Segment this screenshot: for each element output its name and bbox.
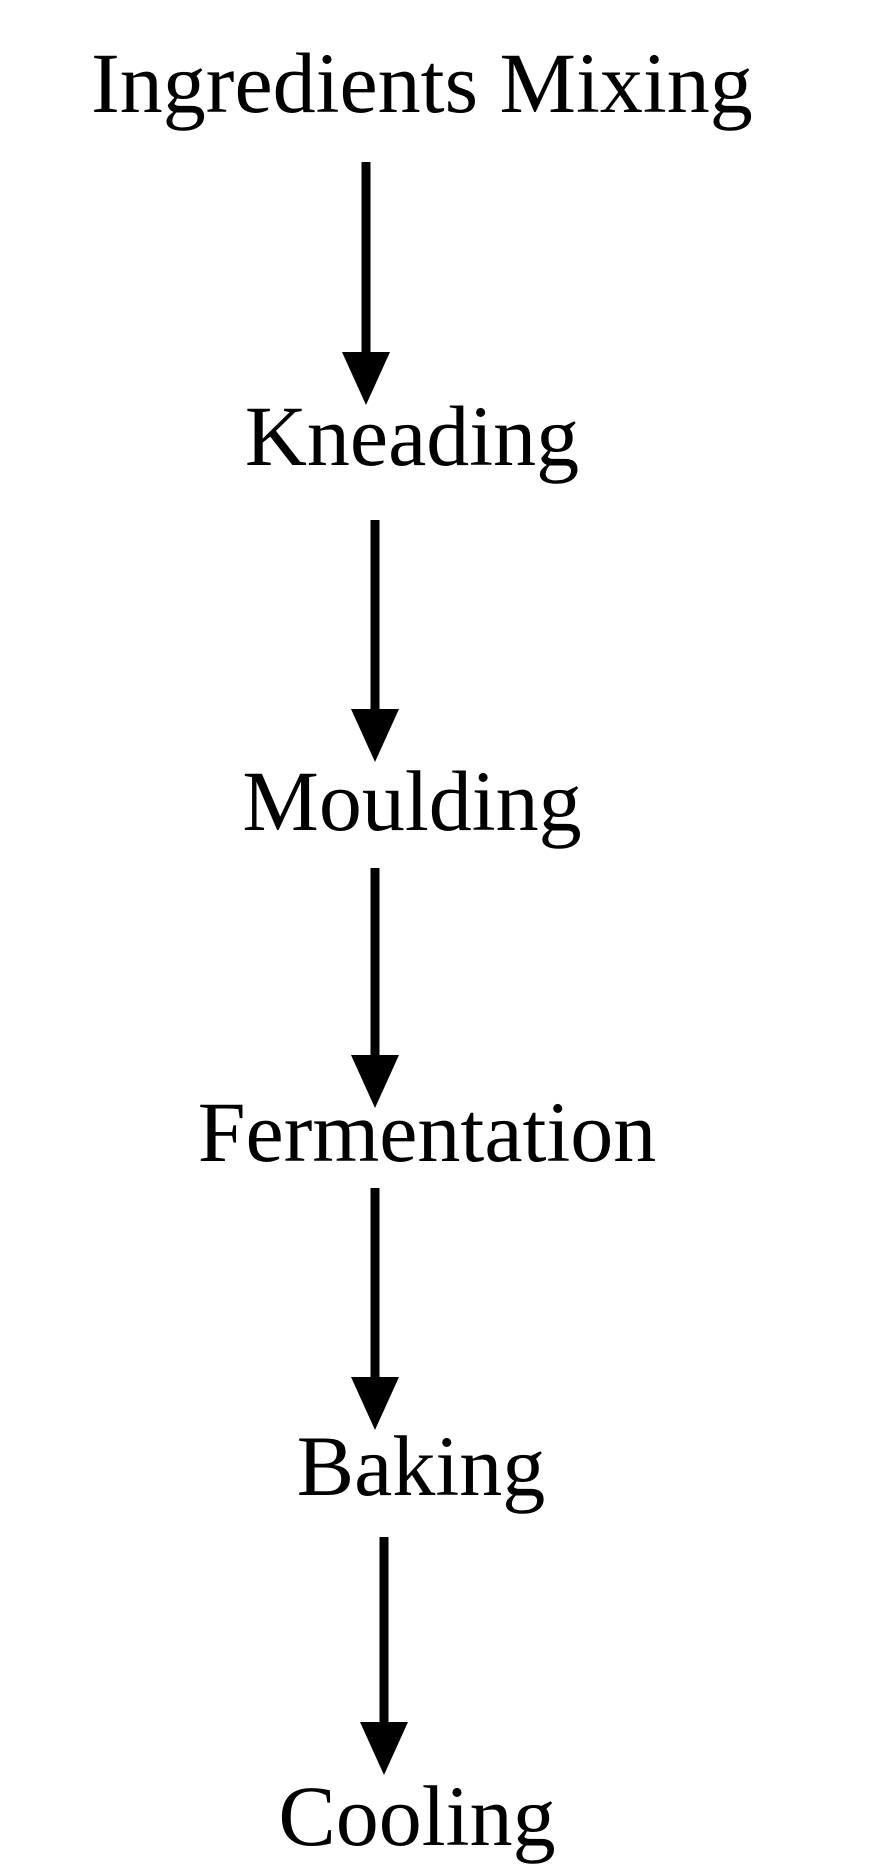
step-fermentation: Fermentation (198, 1084, 657, 1180)
arrow-4 (351, 1188, 399, 1430)
step-baking: Baking (297, 1418, 545, 1514)
arrow-3 (351, 868, 399, 1108)
step-moulding: Moulding (242, 753, 581, 849)
step-kneading: Kneading (245, 388, 579, 484)
step-ingredients-mixing: Ingredients Mixing (91, 35, 753, 131)
step-cooling: Cooling (278, 1768, 555, 1864)
arrow-5 (360, 1537, 408, 1775)
arrow-1 (342, 162, 390, 405)
arrow-2 (351, 520, 399, 762)
